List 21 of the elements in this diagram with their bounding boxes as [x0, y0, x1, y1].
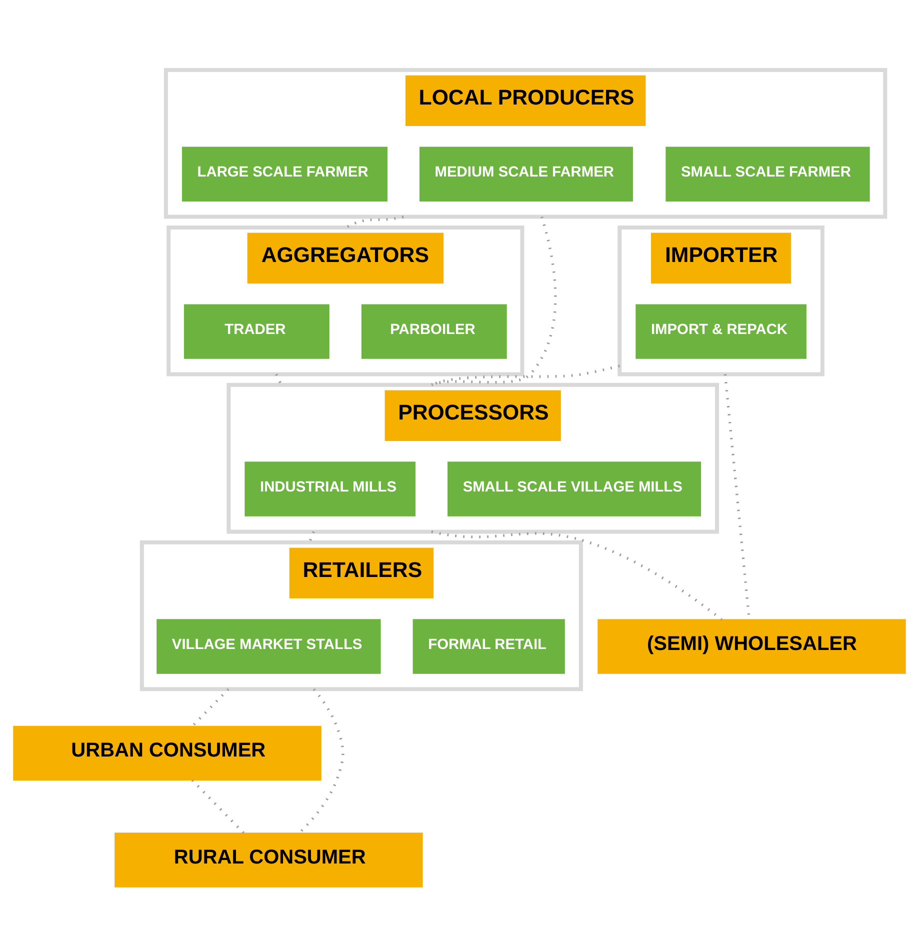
- connector: [275, 374, 283, 386]
- node-box: RURAL CONSUMER: [114, 832, 423, 888]
- connector: [431, 216, 557, 386]
- node-box: LARGE SCALE FARMER: [182, 146, 388, 202]
- node-box: PARBOILER: [361, 304, 507, 359]
- connector: [345, 216, 404, 229]
- node-box: (SEMI) WHOLESALER: [598, 619, 906, 674]
- node-box: TRADER: [184, 304, 330, 359]
- node-box: URBAN CONSUMER: [13, 726, 322, 781]
- connector: [191, 779, 245, 834]
- node-box: SMALL SCALE VILLAGE MILLS: [448, 462, 702, 516]
- node-box: SMALL SCALE FARMER: [666, 146, 870, 202]
- node-box: INDUSTRIAL MILLS: [244, 462, 416, 516]
- connector: [191, 688, 230, 728]
- connector: [308, 531, 315, 543]
- connector: [298, 688, 344, 834]
- connector: [431, 530, 722, 621]
- node-box: FORMAL RETAIL: [412, 619, 565, 674]
- node-box: MEDIUM SCALE FARMER: [419, 146, 633, 202]
- node-box: VILLAGE MARKET STALLS: [156, 619, 381, 674]
- node-box: IMPORT & REPACK: [636, 304, 806, 359]
